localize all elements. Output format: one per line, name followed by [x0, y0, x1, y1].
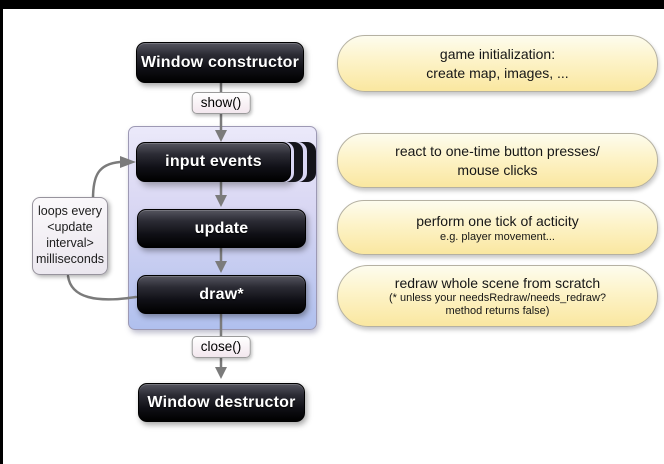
- arrowhead-icon: [215, 195, 227, 207]
- annotation-init: game initialization: create map, images,…: [337, 35, 658, 92]
- annotation-line: create map, images, ...: [426, 65, 569, 81]
- node-label: input events: [165, 153, 262, 170]
- window-edge-left: [0, 0, 3, 464]
- annotation-update: perform one tick of acticity e.g. player…: [337, 200, 658, 255]
- loop-note-line: milliseconds: [35, 252, 105, 266]
- annotation-line: e.g. player movement...: [440, 230, 555, 243]
- loop-note-line: <update: [47, 220, 93, 234]
- arrowhead-icon: [215, 130, 227, 142]
- node-label: draw*: [199, 285, 244, 303]
- node-label: Window destructor: [147, 393, 296, 411]
- update-node: update: [137, 209, 306, 248]
- node-label: Window constructor: [140, 53, 300, 71]
- loop-note-line: interval>: [46, 236, 94, 250]
- annotation-line: (* unless your needsRedraw/needs_redraw?: [388, 292, 607, 304]
- window-edge-top: [0, 0, 664, 9]
- annotation-line: mouse clicks: [457, 162, 538, 178]
- annotation-line: method returns false): [445, 305, 550, 317]
- annotation-draw: redraw whole scene from scratch (* unles…: [337, 265, 658, 327]
- annotation-line: game initialization:: [439, 46, 556, 62]
- arrowhead-icon: [215, 261, 227, 273]
- loop-interval-note: loops every <update interval> millisecon…: [32, 197, 108, 275]
- annotation-line: perform one tick of acticity: [416, 212, 579, 229]
- annotation-line: redraw whole scene from scratch: [394, 275, 601, 291]
- input-events-node: input events: [136, 142, 291, 182]
- arrowhead-icon: [120, 156, 136, 168]
- window-constructor-node: Window constructor: [136, 42, 304, 83]
- annotation-input-events: react to one-time button presses/ mouse …: [337, 133, 658, 188]
- node-label: update: [194, 219, 249, 237]
- loop-curve-to-input-events: [91, 160, 122, 201]
- show-method-label: show(): [191, 92, 251, 114]
- draw-node: draw*: [137, 275, 306, 314]
- loop-note-line: loops every: [38, 204, 102, 218]
- close-method-label: close(): [191, 336, 251, 358]
- arrowhead-icon: [215, 367, 227, 379]
- window-destructor-node: Window destructor: [138, 383, 305, 422]
- loop-curve-from-draw: [66, 274, 138, 301]
- annotation-line: react to one-time button presses/: [395, 143, 600, 159]
